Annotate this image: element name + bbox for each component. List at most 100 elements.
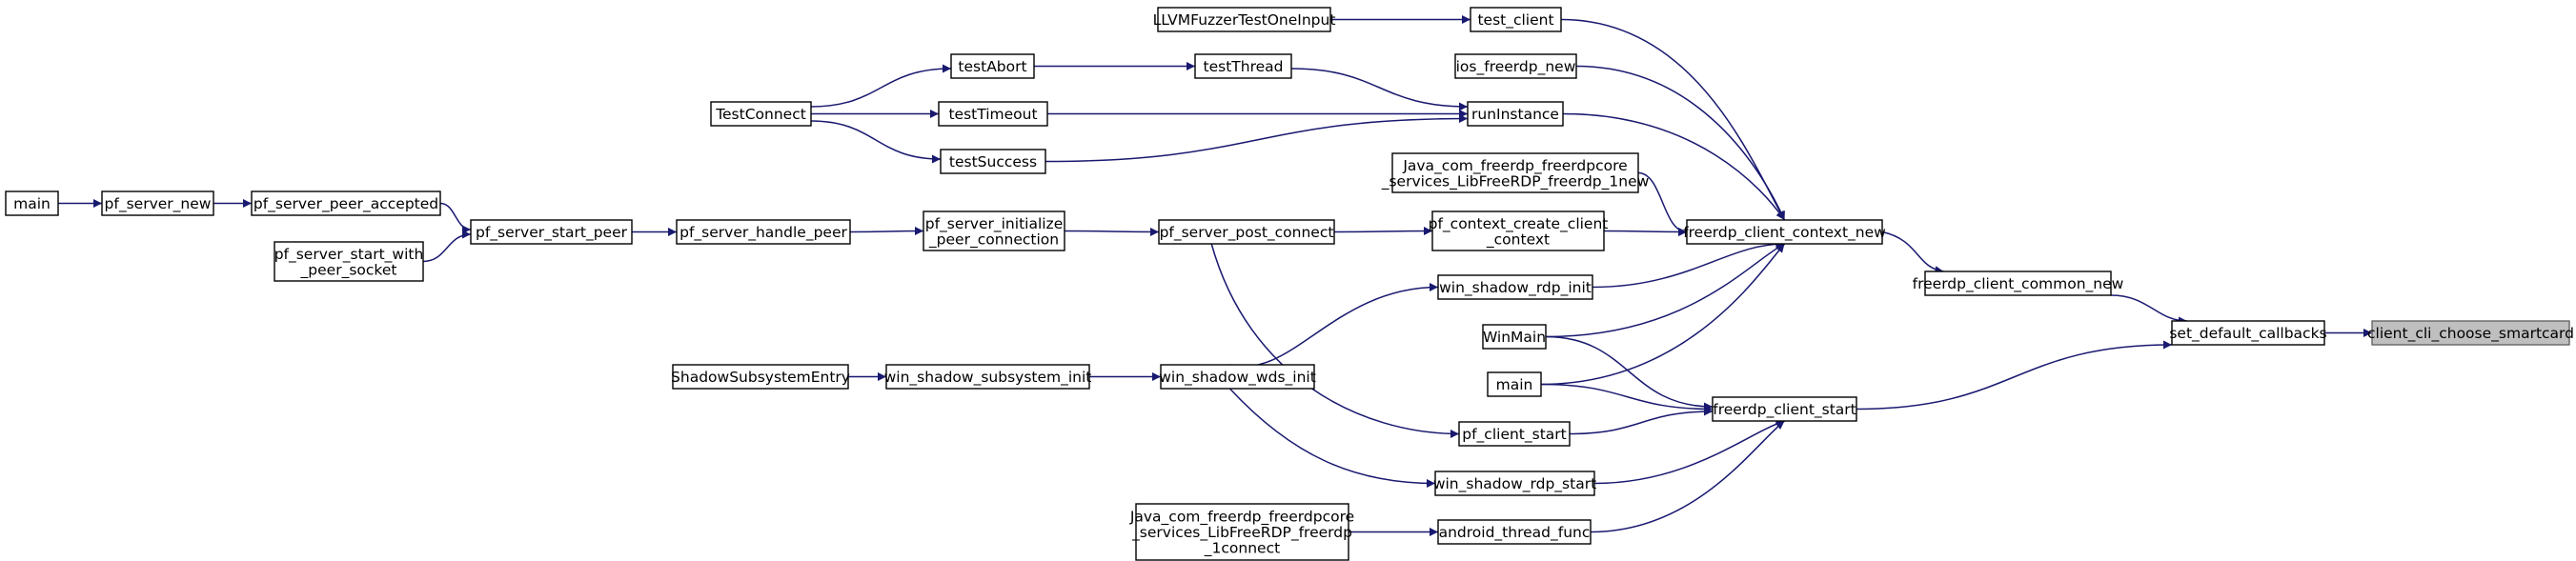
edge-win_shadow_wds_init-to-win_shadow_rdp_init	[1229, 283, 1439, 368]
edge-arrow	[1333, 227, 1433, 236]
edge-ios_freerdp_new-to-freerdp_client_context_new	[1575, 65, 1786, 221]
node-android-thread-func[interactable]: android_thread_func	[1437, 519, 1592, 545]
node-box	[923, 210, 1065, 251]
node-box	[5, 190, 59, 216]
node-box	[672, 364, 849, 390]
node-label: ShadowSubsystemEntry	[671, 369, 850, 386]
node-ShadowSubsystemEntry[interactable]: ShadowSubsystemEntry	[671, 364, 850, 390]
node-box	[1712, 396, 1857, 422]
node-label: win_shadow_rdp_init	[1439, 279, 1592, 297]
edge-arrow	[849, 227, 924, 236]
node-label: win_shadow_wds_init	[1159, 369, 1316, 387]
node-win-shadow-subsystem-init[interactable]: win_shadow_subsystem_init	[884, 364, 1092, 390]
edge-pf_server_post_connect-to-pf_context_create_client_context	[1333, 227, 1433, 236]
node-pf-server-handle-peer[interactable]: pf_server_handle_peer	[676, 219, 851, 245]
node-label: TestConnect	[715, 106, 806, 123]
node-box	[1467, 101, 1564, 127]
node-label: test_client	[1477, 11, 1553, 30]
edge-arrow	[1575, 65, 1786, 221]
edge-pf_client_start-to-freerdp_client_start	[1569, 407, 1714, 435]
node-TestConnect[interactable]: TestConnect	[710, 101, 812, 127]
node-label: testTimeout	[948, 106, 1037, 123]
edge-pf_server_post_connect-to-pf_client_start	[1210, 243, 1460, 438]
edge-arrow	[1592, 239, 1785, 289]
node-box	[1431, 210, 1605, 251]
node-testTimeout[interactable]: testTimeout	[938, 101, 1048, 127]
edge-pf_server_initialize_peer_connection-to-pf_server_post_connect	[1064, 227, 1160, 236]
edge-arrow	[439, 202, 472, 234]
node-label: Java_com_freerdp_freerdpcore	[1402, 157, 1627, 175]
node-box	[1194, 53, 1292, 79]
node-test-client[interactable]: test_client	[1470, 7, 1562, 32]
node-LLVMFuzzerTestOneInput[interactable]: LLVMFuzzerTestOneInput	[1153, 7, 1336, 32]
edge-win_shadow_rdp_start-to-freerdp_client_start	[1593, 419, 1785, 485]
node-testThread[interactable]: testThread	[1194, 53, 1292, 79]
node-label: pf_client_start	[1462, 426, 1566, 444]
node-box	[1437, 519, 1592, 545]
node-box	[1924, 270, 2112, 296]
node-freerdp-client-context-new[interactable]: freerdp_client_context_new	[1683, 219, 1886, 245]
node-pf-client-start[interactable]: pf_client_start	[1458, 421, 1571, 447]
node-pf-server-new[interactable]: pf_server_new	[101, 190, 214, 216]
node-win-shadow-rdp-start[interactable]: win_shadow_rdp_start	[1433, 471, 1596, 496]
edge-win_shadow_wds_init-to-win_shadow_rdp_start	[1228, 388, 1436, 488]
node-box	[1437, 274, 1593, 300]
node-label: android_thread_func	[1439, 524, 1591, 542]
node-freerdp-client-common-new[interactable]: freerdp_client_common_new	[1913, 270, 2124, 296]
node-label: testSuccess	[949, 153, 1037, 170]
node-box	[1470, 7, 1562, 32]
node-pf-server-initialize-peer-connection[interactable]: pf_server_initialize_peer_connection	[923, 210, 1065, 251]
edge-arrow	[1229, 283, 1439, 368]
node-label: freerdp_client_common_new	[1913, 275, 2124, 293]
edge-freerdp_client_context_new-to-freerdp_client_common_new	[1881, 230, 1944, 275]
edge-testThread-to-runInstance	[1290, 68, 1469, 111]
node-box	[940, 149, 1046, 174]
node-label: pf_server_peer_accepted	[254, 195, 438, 213]
node-label: pf_server_start_peer	[476, 224, 628, 242]
edge-arrow	[1228, 388, 1436, 488]
node-label: freerdp_client_context_new	[1683, 224, 1886, 242]
edge-arrow	[422, 230, 472, 263]
node-box	[1482, 324, 1547, 350]
node-java-connect[interactable]: Java_com_freerdp_freerdpcore_services_Li…	[1129, 503, 1354, 561]
edge-main_mid-to-freerdp_client_context_new	[1540, 243, 1786, 386]
node-label: freerdp_client_start	[1713, 401, 1856, 419]
node-main-mid[interactable]: main	[1487, 371, 1542, 397]
edge-arrow	[810, 120, 942, 164]
edge-arrow	[1290, 68, 1469, 111]
node-label: pf_server_handle_peer	[679, 224, 847, 242]
node-runInstance[interactable]: runInstance	[1467, 101, 1564, 127]
edge-arrow	[1569, 407, 1714, 435]
node-WinMain[interactable]: WinMain	[1482, 324, 1547, 350]
node-label: _services_LibFreeRDP_freerdp_1new	[1381, 172, 1650, 190]
node-pf-server-post-connect[interactable]: pf_server_post_connect	[1158, 219, 1335, 245]
node-java-new[interactable]: Java_com_freerdp_freerdpcore_services_Li…	[1381, 152, 1650, 193]
node-ios-freerdp-new[interactable]: ios_freerdp_new	[1454, 53, 1577, 79]
node-win-shadow-wds-init[interactable]: win_shadow_wds_init	[1159, 364, 1316, 390]
node-main-left[interactable]: main	[5, 190, 59, 216]
node-label: main	[13, 195, 51, 212]
node-testAbort[interactable]: testAbort	[950, 53, 1035, 79]
edge-WinMain-to-freerdp_client_start	[1545, 335, 1714, 411]
node-label: win_shadow_subsystem_init	[884, 369, 1092, 387]
node-box	[1487, 371, 1542, 397]
node-testSuccess[interactable]: testSuccess	[940, 149, 1046, 174]
node-label: win_shadow_rdp_start	[1433, 475, 1596, 493]
node-box	[1160, 364, 1315, 390]
node-set-default-callbacks[interactable]: set_default_callbacks	[2169, 320, 2327, 346]
node-pf-server-start-peer[interactable]: pf_server_start_peer	[470, 219, 633, 245]
node-win-shadow-rdp-init[interactable]: win_shadow_rdp_init	[1437, 274, 1593, 300]
edge-pf_server_peer_accepted-to-pf_server_start_peer	[439, 202, 472, 234]
node-label: _services_LibFreeRDP_freerdp	[1131, 524, 1352, 542]
node-label: Java_com_freerdp_freerdpcore	[1129, 509, 1354, 527]
node-pf-server-start-with-peer-socket[interactable]: pf_server_start_with_peer_socket	[274, 241, 424, 282]
node-label: client_cli_choose_smartcard	[2367, 325, 2574, 343]
node-freerdp-client-start[interactable]: freerdp_client_start	[1712, 396, 1857, 422]
node-pf-server-peer-accepted[interactable]: pf_server_peer_accepted	[251, 190, 441, 216]
node-pf-context-create-client-context[interactable]: pf_context_create_client_context	[1429, 210, 1609, 251]
node-box	[2171, 320, 2325, 346]
node-box	[251, 190, 441, 216]
edge-arrow	[1881, 230, 1944, 275]
node-box	[950, 53, 1035, 79]
